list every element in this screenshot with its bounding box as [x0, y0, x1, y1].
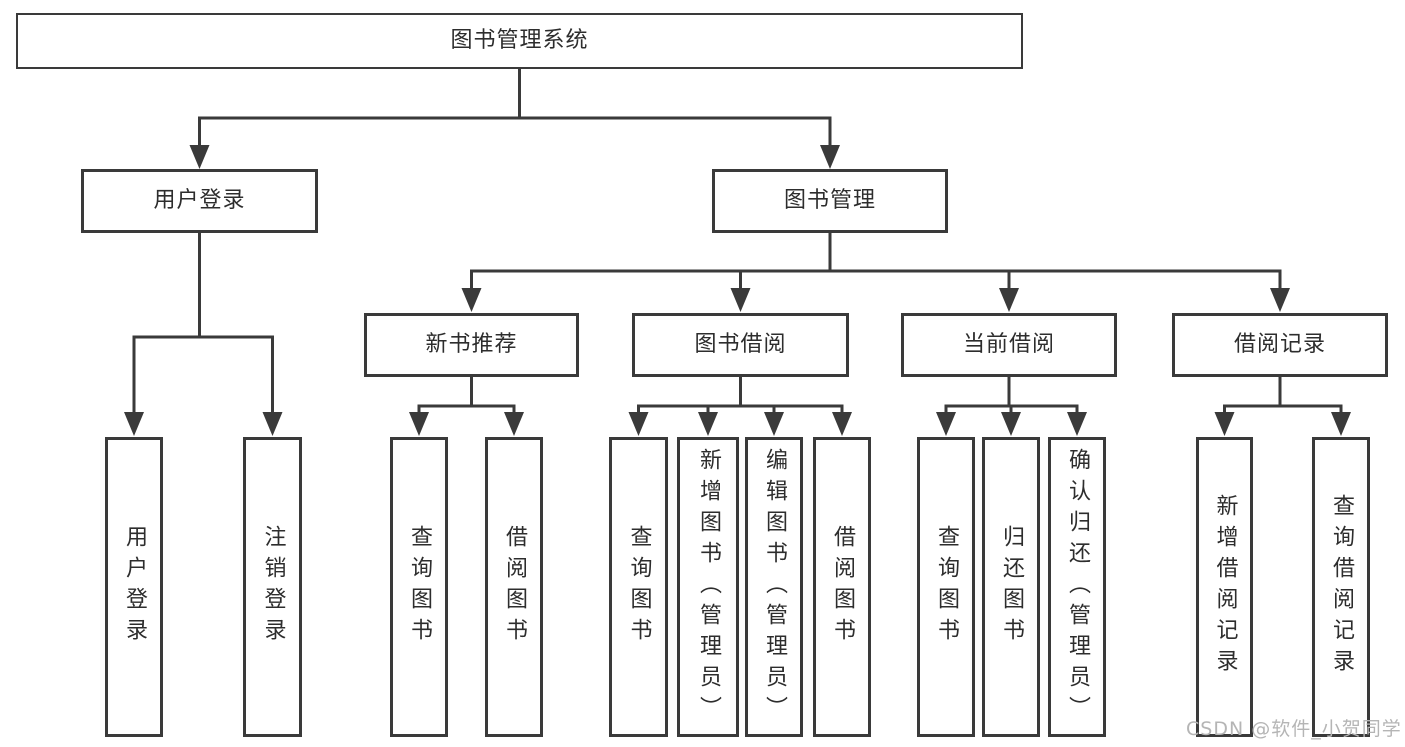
leaf-label: 借阅图书 — [830, 525, 855, 649]
leaf-borrow-edit-book-admin: 编辑图书（管理员） — [745, 437, 803, 737]
leaf-borrow-borrow-book: 借阅图书 — [813, 437, 871, 737]
leaf-user-login: 用户登录 — [105, 437, 163, 737]
node-user-login: 用户登录 — [81, 169, 318, 233]
leaf-label: 查询借阅记录 — [1329, 494, 1354, 680]
connector-book-management-to-level2 — [470, 233, 1282, 290]
leaf-label: 用户登录 — [122, 525, 147, 649]
connector-user-login-to-leaves — [132, 233, 274, 414]
node-book-borrow: 图书借阅 — [632, 313, 849, 377]
connector-book-borrow-to-leaves — [637, 377, 844, 414]
arrowhead-icon — [730, 288, 751, 312]
leaf-borrow-add-book-admin: 新增图书（管理员） — [677, 437, 739, 737]
arrowhead-icon — [999, 288, 1019, 312]
arrowhead-icon — [1331, 412, 1351, 436]
node-label: 图书借阅 — [694, 332, 787, 357]
leaf-label: 归还图书 — [999, 525, 1024, 649]
arrowhead-icon — [936, 412, 956, 436]
connector-borrow-records-to-leaves — [1223, 377, 1343, 414]
leaf-recommend-borrow-book: 借阅图书 — [485, 437, 543, 737]
leaf-label: 查询图书 — [407, 525, 432, 649]
leaf-borrow-query-book: 查询图书 — [609, 437, 668, 737]
csdn-watermark: CSDN @软件_小贺同学 — [1186, 718, 1402, 740]
arrowhead-icon — [409, 412, 429, 436]
node-label: 图书管理 — [783, 188, 876, 213]
arrowhead-icon — [628, 412, 649, 436]
leaf-current-confirm-return-admin: 确认归还（管理员） — [1048, 437, 1106, 737]
node-current-borrow: 当前借阅 — [901, 313, 1117, 377]
leaf-records-query-record: 查询借阅记录 — [1312, 437, 1370, 737]
node-label: 新书推荐 — [425, 332, 518, 357]
arrowhead-icon — [1214, 412, 1235, 436]
arrowhead-icon — [124, 412, 144, 436]
arrowhead-icon — [764, 412, 784, 436]
arrowhead-icon — [820, 145, 840, 169]
leaf-logout: 注销登录 — [243, 437, 302, 737]
leaf-label: 编辑图书（管理员） — [762, 447, 787, 727]
leaf-records-add-record: 新增借阅记录 — [1196, 437, 1253, 737]
connector-current-borrow-to-leaves — [944, 377, 1079, 414]
node-new-book-recommend: 新书推荐 — [364, 313, 579, 377]
leaf-label: 确认归还（管理员） — [1065, 447, 1090, 727]
connector-root-to-level1 — [198, 69, 832, 147]
arrowhead-icon — [189, 145, 210, 169]
arrowhead-icon — [504, 412, 524, 436]
leaf-label: 查询图书 — [934, 525, 959, 649]
arrowhead-icon — [262, 412, 283, 436]
node-library-management-system: 图书管理系统 — [16, 13, 1023, 69]
node-borrow-records: 借阅记录 — [1172, 313, 1388, 377]
leaf-current-query-book: 查询图书 — [917, 437, 975, 737]
leaf-label: 查询图书 — [626, 525, 652, 649]
leaf-current-return-book: 归还图书 — [982, 437, 1040, 737]
leaf-recommend-query-book: 查询图书 — [390, 437, 448, 737]
leaf-label: 新增借阅记录 — [1212, 494, 1238, 680]
leaf-label: 新增图书（管理员） — [696, 447, 721, 727]
arrowhead-icon — [698, 412, 718, 436]
node-label: 用户登录 — [153, 188, 246, 213]
arrowhead-icon — [1001, 412, 1021, 436]
node-label: 借阅记录 — [1233, 332, 1326, 357]
node-label: 当前借阅 — [962, 332, 1055, 357]
connector-new-book-recommend-to-leaves — [417, 377, 516, 414]
node-label: 图书管理系统 — [450, 28, 589, 53]
arrowhead-icon — [1270, 288, 1290, 312]
arrowhead-icon — [1067, 412, 1087, 436]
leaf-label: 借阅图书 — [502, 525, 527, 649]
arrowhead-icon — [832, 412, 852, 436]
leaf-label: 注销登录 — [260, 525, 286, 649]
arrowhead-icon — [461, 288, 482, 312]
node-book-management: 图书管理 — [712, 169, 948, 233]
